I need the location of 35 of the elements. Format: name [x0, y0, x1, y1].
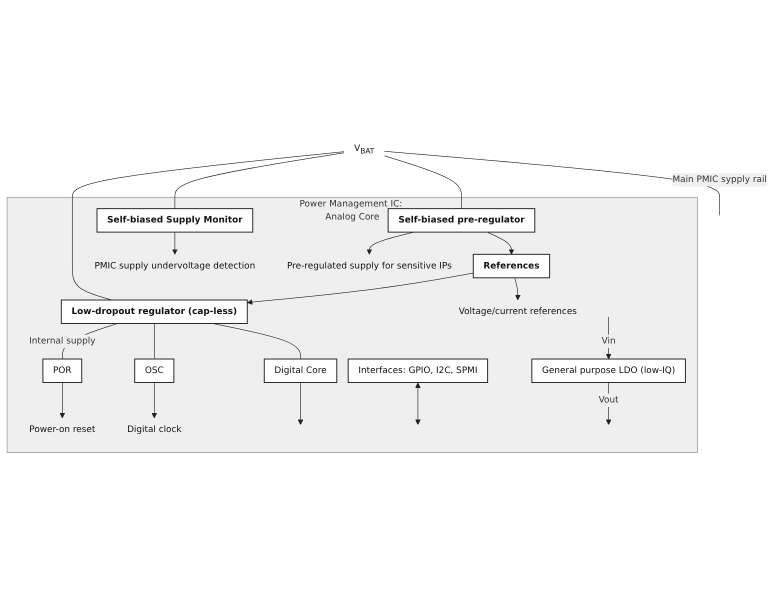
arrow — [366, 231, 414, 254]
arrow — [298, 382, 304, 425]
edge-label: Internal supply — [29, 336, 96, 346]
edge-label: Vin — [602, 336, 616, 346]
block-box: POR — [42, 358, 82, 383]
edge-label: Vout — [598, 394, 619, 405]
signal-label: Power-on reset — [29, 424, 96, 434]
block-box: Interfaces: GPIO, I2C, SPMI — [348, 358, 488, 383]
connector-line — [384, 150, 720, 216]
signal-label: Pre-regulated supply for sensitive IPs — [286, 260, 452, 270]
arrow — [247, 272, 474, 305]
edge-label: Main PMIC sypply rail — [672, 172, 767, 186]
connector-line — [154, 322, 155, 359]
block-box: General purpose LDO (low-IQ) — [531, 358, 686, 383]
arrow — [172, 231, 178, 254]
arrow — [514, 277, 521, 300]
connector-line — [72, 150, 344, 300]
block-box: References — [472, 254, 550, 278]
connector-line — [212, 322, 301, 359]
signal-label: PMIC supply undervoltage detection — [94, 260, 256, 270]
signal-label: Voltage/current references — [458, 306, 577, 316]
arrow — [415, 382, 421, 425]
arrow — [606, 382, 612, 425]
block-box: Low-dropout regulator (cap-less) — [60, 299, 248, 324]
signal-label: V$_{BAT}$ — [354, 143, 374, 155]
arrow — [152, 382, 158, 418]
block-box: Self-biased Supply Monitor — [96, 208, 254, 232]
connector-line — [174, 152, 344, 209]
block-box: Digital Core — [264, 358, 338, 383]
arrow — [486, 231, 514, 254]
signal-label: Digital clock — [127, 424, 182, 434]
block-box: OSC — [134, 358, 174, 383]
connector-line — [384, 155, 462, 209]
arrow — [60, 382, 66, 418]
block-box: Self-biased pre-regulator — [388, 208, 536, 232]
